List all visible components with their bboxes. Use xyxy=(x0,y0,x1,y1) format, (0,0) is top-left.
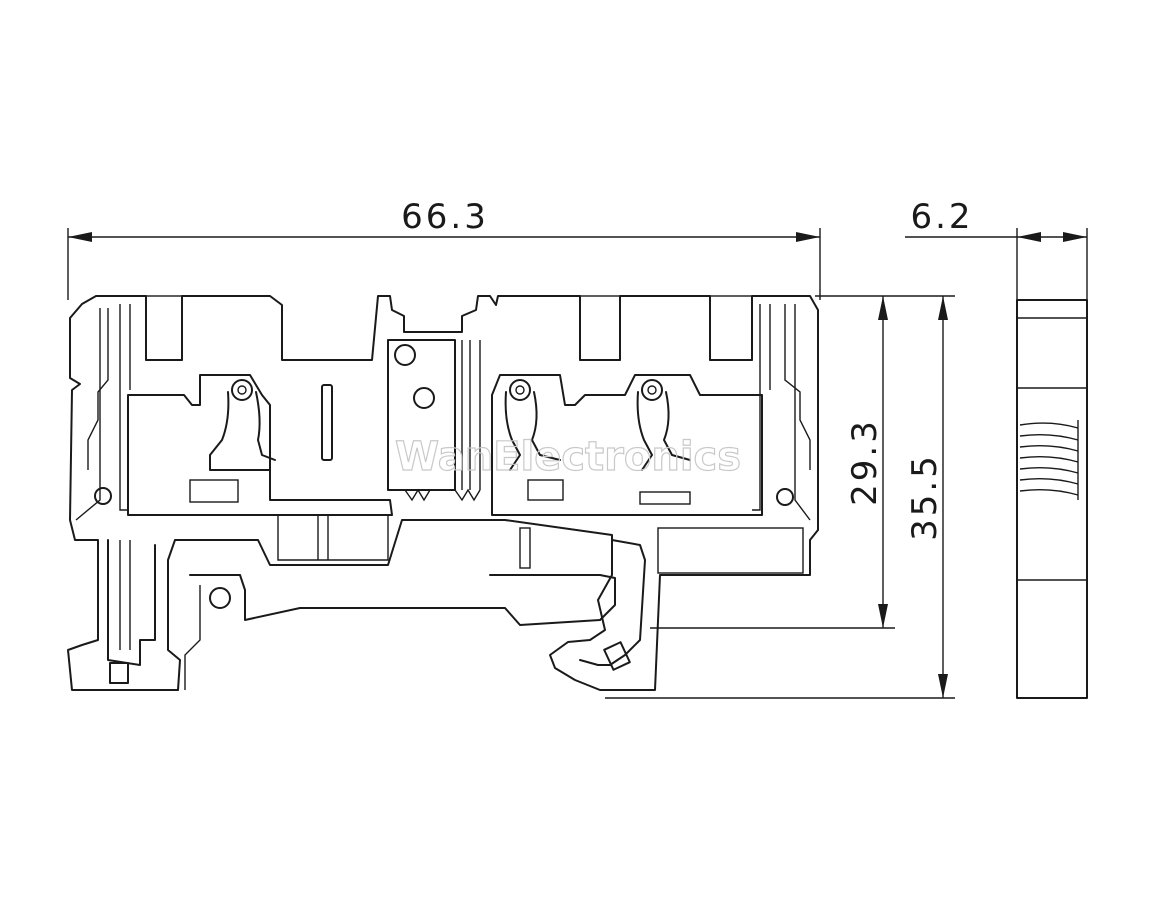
contact-pad-right xyxy=(527,479,564,501)
din-clip-left xyxy=(107,539,156,666)
side-view-ribs xyxy=(1019,422,1079,496)
mount-hole-right xyxy=(776,488,794,506)
test-slot xyxy=(321,384,333,461)
spring-clamp-right xyxy=(636,379,691,471)
test-hole-lower xyxy=(413,387,435,409)
clamp-chamber xyxy=(127,374,393,516)
spring-clamp-middle xyxy=(504,379,561,471)
left-column-bar xyxy=(119,304,128,511)
side-view-outline xyxy=(1016,299,1088,699)
center-zigzag xyxy=(404,488,481,502)
mount-hole-foot xyxy=(209,587,231,609)
width-label: 66.3 xyxy=(401,197,489,237)
right-window xyxy=(657,527,804,574)
height-total-label: 35.5 xyxy=(905,453,945,541)
width-dimension: 66.3 xyxy=(67,197,821,300)
left-column-inner xyxy=(87,308,109,470)
top-slot-1 xyxy=(145,295,183,361)
height-inner-dimension: 29.3 xyxy=(650,295,955,629)
rail-channel xyxy=(189,574,616,626)
contact-pad-far-right xyxy=(639,491,691,505)
side-view xyxy=(1016,299,1088,699)
top-slot-2 xyxy=(579,295,621,361)
right-column-inner xyxy=(784,304,811,470)
contact-pad-left xyxy=(189,479,239,503)
top-slot-3 xyxy=(709,295,753,361)
thickness-dimension: 6.2 xyxy=(905,197,1088,300)
body-outline xyxy=(67,295,819,691)
thickness-label: 6.2 xyxy=(910,197,973,237)
height-inner-label: 29.3 xyxy=(845,418,885,506)
test-hole xyxy=(394,344,416,366)
clamp-chamber-right xyxy=(491,374,763,516)
right-column-outer xyxy=(752,304,761,511)
foot-square xyxy=(109,662,129,684)
spring-clamp-left xyxy=(209,379,276,471)
front-view xyxy=(67,295,819,691)
busbar xyxy=(277,515,389,561)
din-hook xyxy=(579,539,646,666)
height-total-dimension: 35.5 xyxy=(605,296,955,699)
mount-hole-left xyxy=(94,487,112,505)
watermark: WanElectronics xyxy=(395,434,741,480)
left-column-outer xyxy=(75,308,101,521)
hook-latch xyxy=(603,641,631,671)
